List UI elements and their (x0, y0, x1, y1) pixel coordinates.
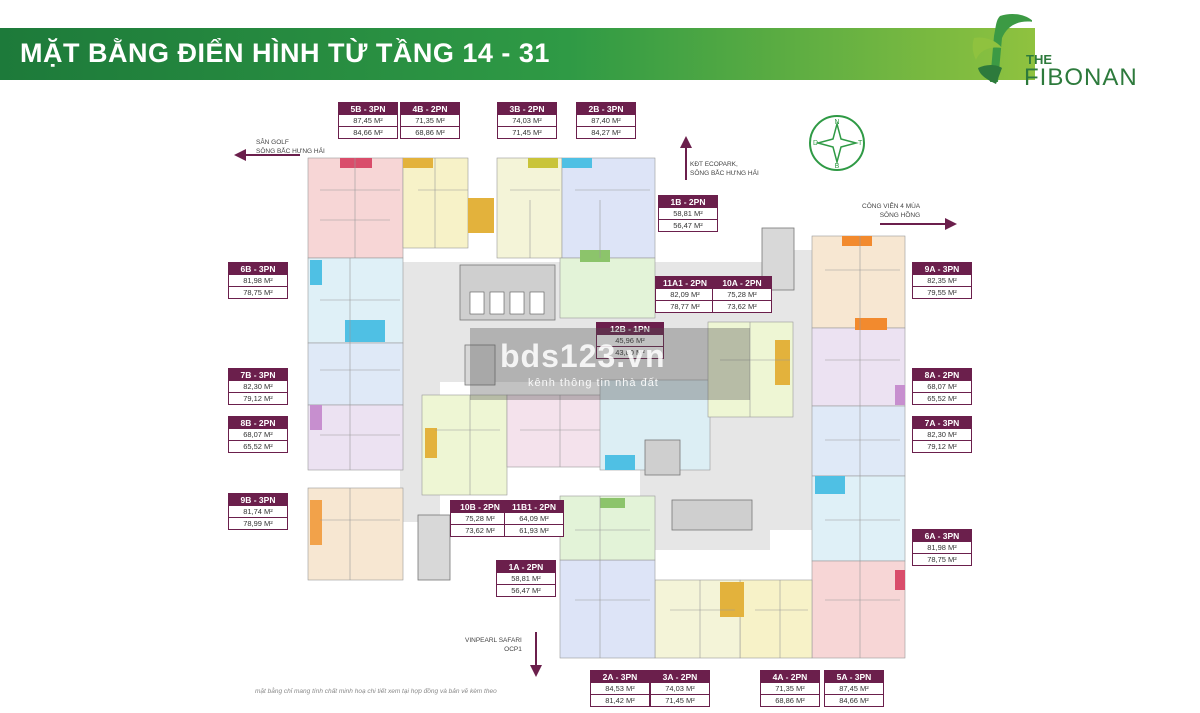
unit-2a (559, 559, 656, 659)
accent-strips (310, 158, 905, 617)
direction-golf: SÂN GOLF SÔNG BẮC HƯNG HẢI (256, 139, 325, 155)
unit-7a (811, 405, 906, 477)
footnote: mặt bằng chỉ mang tính chất minh hoạ chi… (255, 688, 497, 695)
page-title: MẶT BẰNG ĐIỂN HÌNH TỪ TẦNG 14 - 31 (20, 38, 550, 68)
compass-letter-n: N (834, 119, 839, 126)
unit-5b (307, 157, 404, 259)
unit-2b (561, 157, 656, 259)
logo-name: FIBONAN (1024, 64, 1138, 91)
direction-arrows (234, 136, 957, 677)
unit-8a (811, 327, 906, 407)
leaf-f-logo-icon (972, 14, 1032, 84)
compass-letter-b: B (835, 163, 840, 170)
unit-4a (739, 579, 813, 659)
unit-3b (496, 157, 563, 259)
compass-letter-d: D (813, 140, 818, 147)
unit-5a (811, 560, 906, 659)
unit-9b (307, 487, 404, 581)
elevator-core (459, 264, 753, 531)
interior-walls (320, 158, 900, 658)
watermark-subtitle: kênh thông tin nhà đất (528, 377, 659, 389)
watermark-overlay (470, 328, 750, 400)
unit-6b (307, 257, 404, 344)
compass-icon: N D B T (808, 114, 866, 172)
unit-4b (402, 157, 469, 249)
unit-11b1 (506, 394, 608, 468)
watermark-title: bds123.vn (500, 338, 666, 374)
brand-logo: THE FIBONAN (968, 8, 1168, 91)
title-banner: MẶT BẰNG ĐIỂN HÌNH TỪ TẦNG 14 - 31 (0, 28, 1035, 80)
logo-the: THE (1026, 52, 1052, 67)
unit-1b (559, 257, 656, 319)
direction-ecopark: KĐT ECOPARK, SÔNG BẮC HƯNG HẢI (690, 161, 759, 177)
direction-safari: VINPEARL SAFARI OCP1 (465, 637, 522, 653)
unit-7b (307, 342, 404, 406)
unit-8b (307, 404, 404, 471)
staircase (417, 227, 795, 581)
unit-blocks (307, 157, 906, 659)
direction-park: CÔNG VIÊN 4 MÙA SÔNG HỒNG (862, 203, 921, 219)
unit-9a (811, 235, 906, 329)
compass-letter-t: T (858, 140, 863, 147)
